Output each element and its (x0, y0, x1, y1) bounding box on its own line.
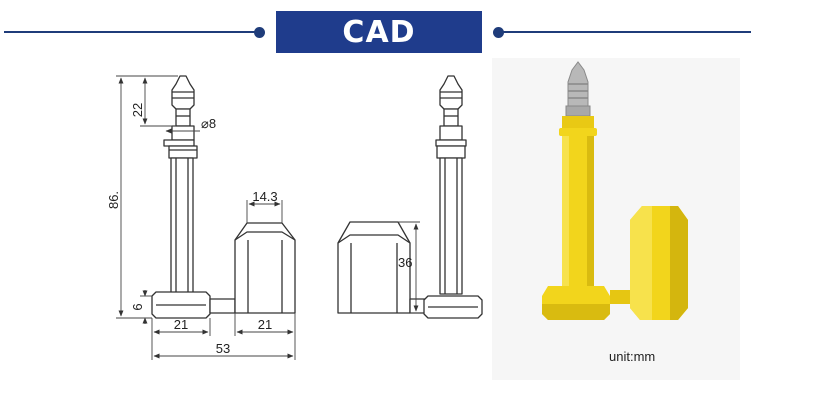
dim-base-height: 6 (130, 303, 145, 310)
yellow-base (542, 286, 632, 320)
lock-body-front-view (234, 222, 296, 314)
page-title: CAD (276, 11, 482, 53)
header-dot-left (254, 27, 265, 38)
dim-base-width: 21 (174, 317, 188, 332)
metal-tip (565, 61, 591, 117)
dim-lock-top-width: 14.3 (252, 189, 277, 204)
bolt-pin-front-view (151, 75, 236, 319)
product-photo (492, 58, 740, 380)
bolt-pin-side-view (423, 75, 483, 319)
yellow-lock-body (630, 206, 688, 320)
lock-body-side-view (337, 221, 433, 314)
header-line-right (499, 31, 751, 33)
dim-lock-width: 21 (258, 317, 272, 332)
yellow-pin (559, 116, 597, 296)
dim-overall-width: 53 (216, 341, 230, 356)
unit-note: unit:mm (609, 349, 656, 364)
dim-height-total: 86. (106, 191, 121, 209)
header-dot-right (493, 27, 504, 38)
bolt-seal-photo (542, 61, 688, 320)
header-line-left (4, 31, 260, 33)
dim-pin-diameter: ⌀8 (201, 116, 216, 131)
dim-tip-height: 22 (130, 103, 145, 117)
dim-lock-height: 36 (398, 255, 412, 270)
